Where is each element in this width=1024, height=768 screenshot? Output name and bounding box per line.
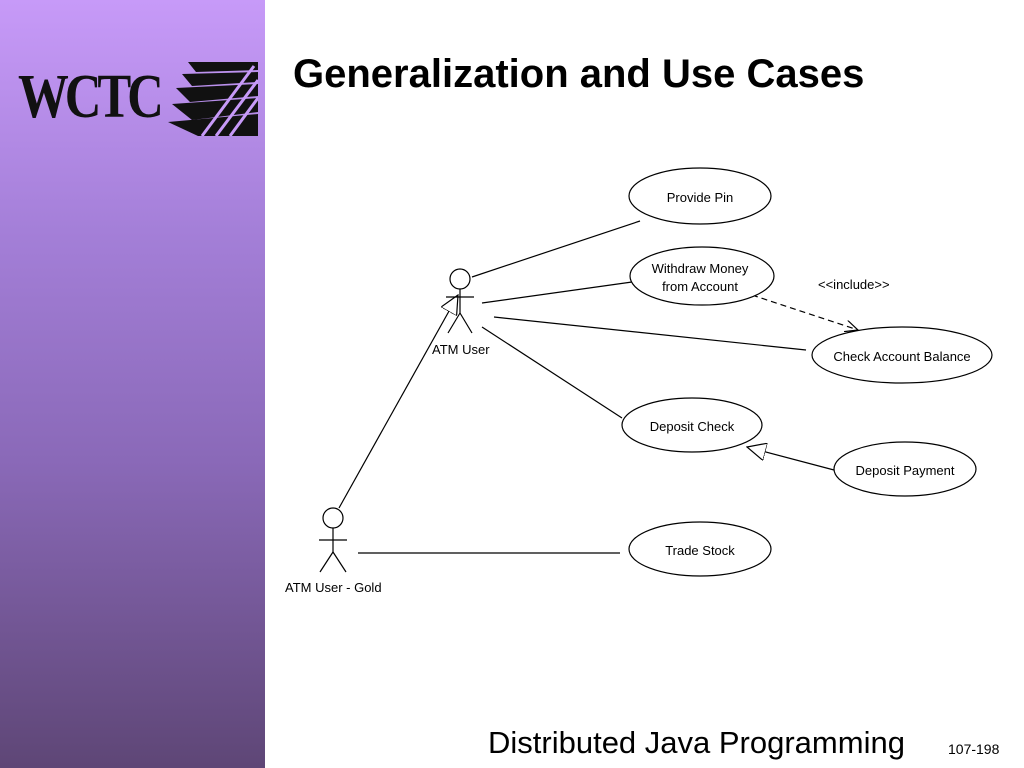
svg-text:Provide Pin: Provide Pin — [667, 190, 733, 205]
logo-wordmark: WCTC — [18, 63, 164, 131]
actor-atm-user-label: ATM User — [432, 342, 490, 357]
include-stereotype-label: <<include>> — [818, 277, 890, 292]
svg-text:Check Account Balance: Check Account Balance — [833, 349, 970, 364]
use-case-trade-stock: Trade Stock — [628, 521, 772, 577]
logo-stripes-icon — [168, 62, 258, 136]
use-case-diagram: <<include>> ATM User ATM User - Gold Pro… — [285, 167, 993, 595]
assoc-user-provide-pin — [471, 220, 641, 278]
actor-atm-user — [446, 268, 474, 334]
svg-text:Withdraw Money: Withdraw Money — [652, 261, 749, 276]
sidebar-panel: WCTC — [0, 0, 265, 768]
use-case-deposit-check: Deposit Check — [621, 397, 763, 453]
assoc-user-check-balance — [493, 316, 807, 351]
actor-atm-user-gold — [319, 507, 347, 573]
wctc-logo: WCTC — [18, 58, 258, 136]
assoc-user-withdraw — [481, 281, 633, 304]
slide-footer: Distributed Java Programming — [488, 725, 905, 760]
svg-text:Trade Stock: Trade Stock — [665, 543, 735, 558]
use-case-provide-pin: Provide Pin — [628, 167, 772, 225]
use-case-withdraw-money: Withdraw Money from Account — [629, 246, 775, 306]
svg-text:from Account: from Account — [662, 279, 738, 294]
use-case-check-account-balance: Check Account Balance — [811, 326, 993, 384]
slide-number: 107-198 — [948, 741, 1000, 757]
include-dependency — [751, 294, 858, 330]
generalization-payment-to-check — [747, 447, 835, 471]
svg-text:Deposit Check: Deposit Check — [650, 419, 735, 434]
assoc-user-deposit-check — [481, 326, 623, 419]
actor-atm-user-gold-label: ATM User - Gold — [285, 580, 382, 595]
slide-title: Generalization and Use Cases — [293, 52, 865, 96]
generalization-gold-to-user — [338, 295, 458, 509]
svg-text:Deposit Payment: Deposit Payment — [856, 463, 955, 478]
use-case-deposit-payment: Deposit Payment — [833, 441, 977, 497]
